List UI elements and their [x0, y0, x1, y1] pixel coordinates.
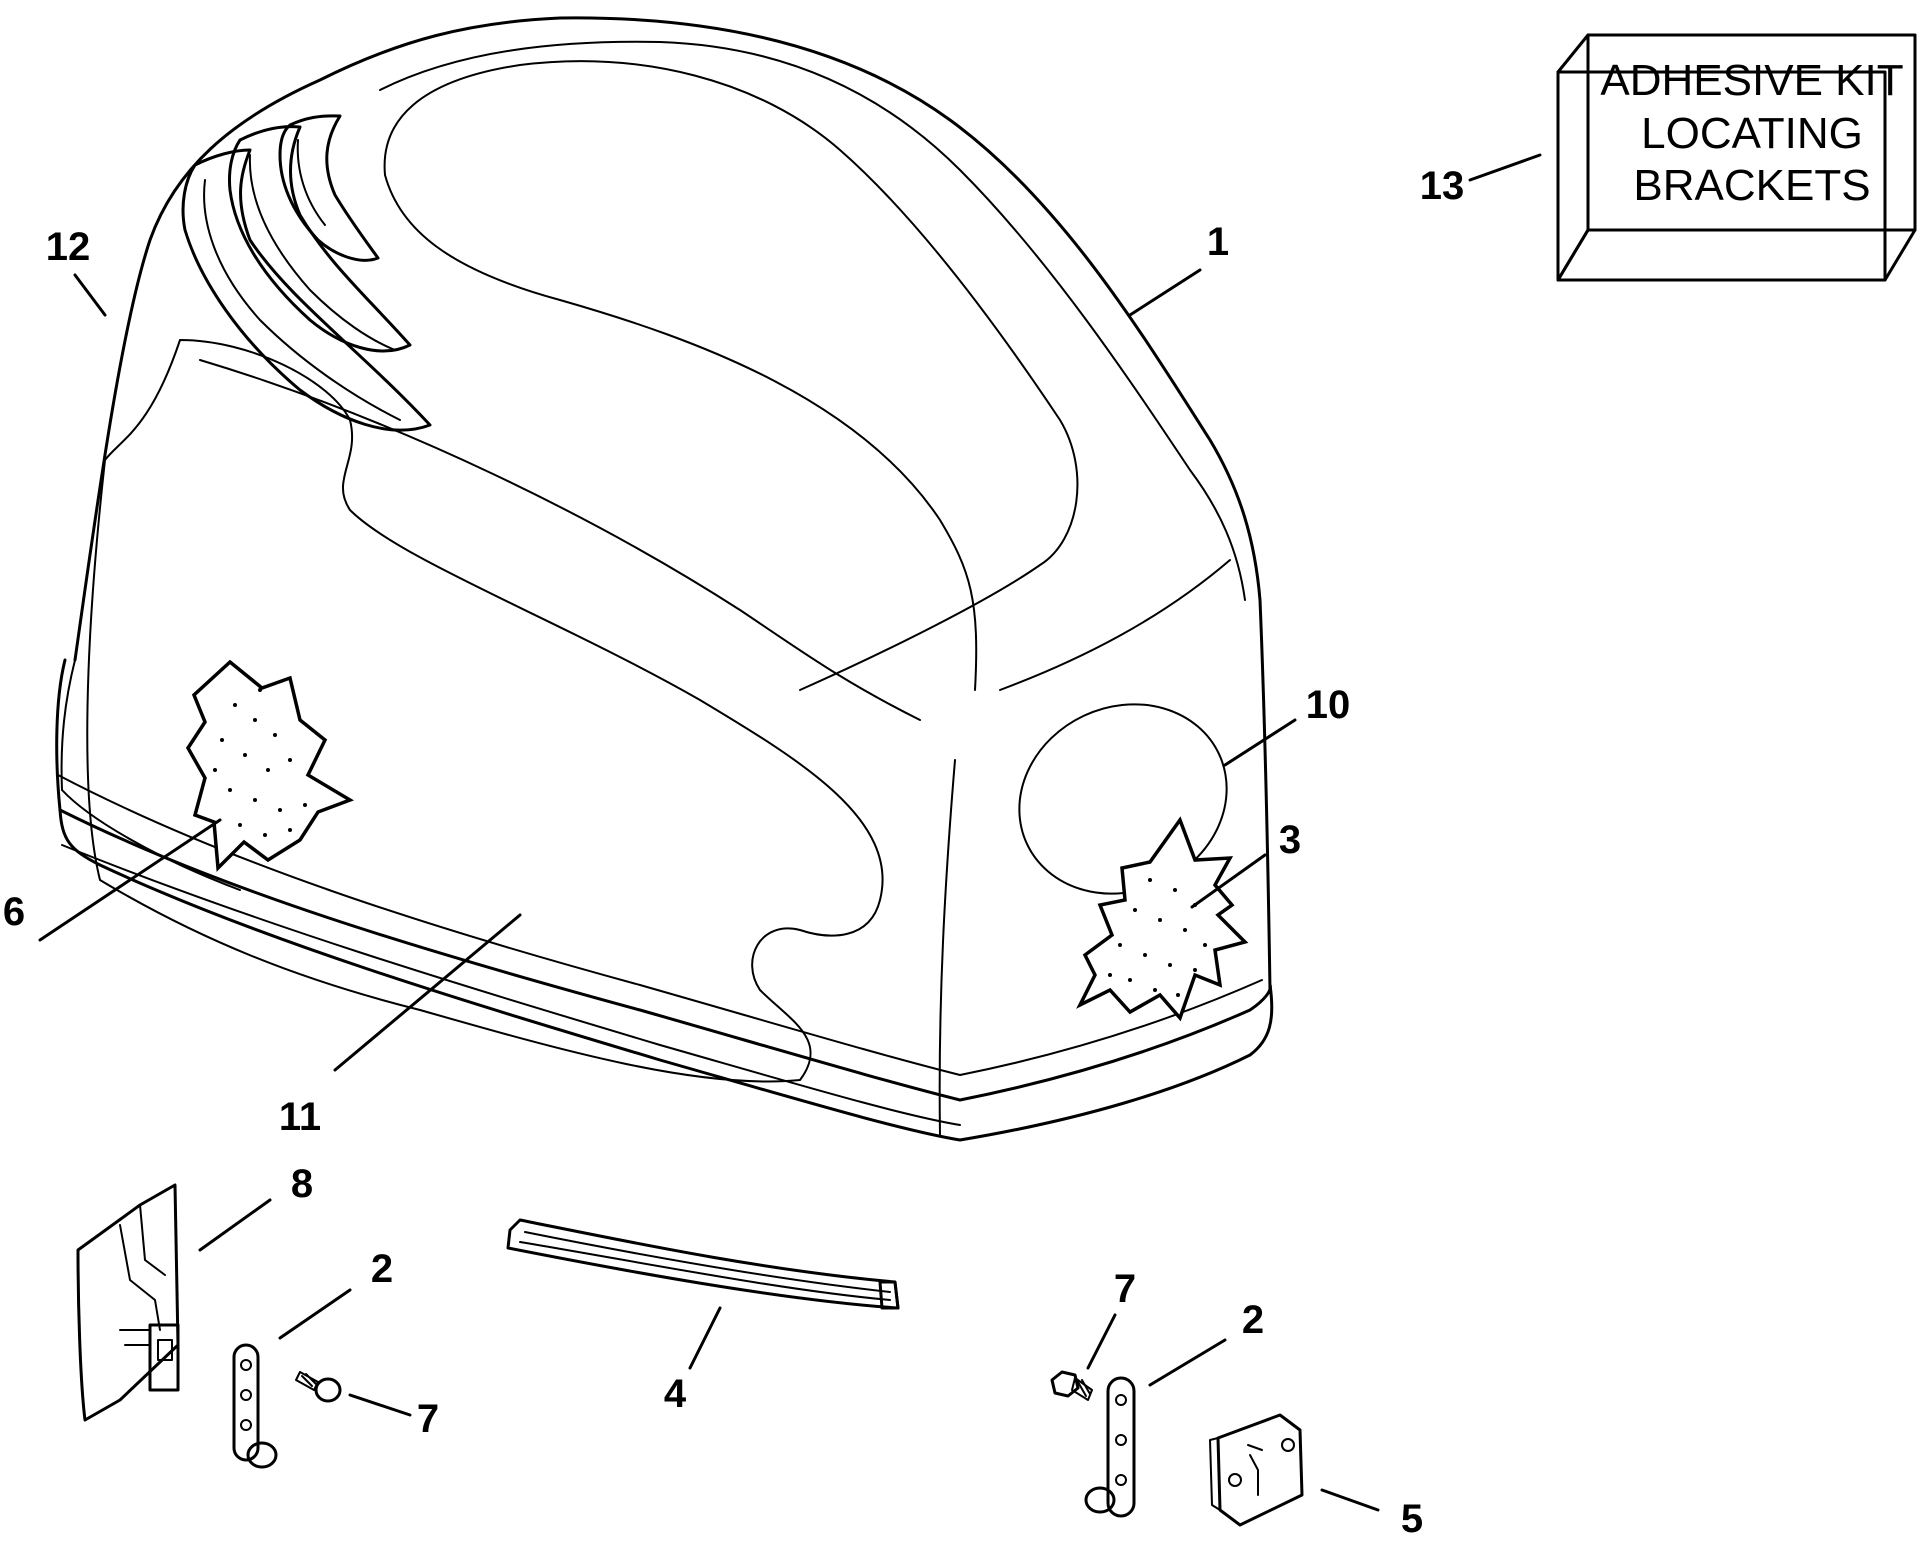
air-intake-vents — [181, 114, 432, 432]
callout-12: 12 — [46, 225, 91, 269]
seal-strip — [506, 1218, 900, 1310]
kit-box-line-1: ADHESIVE KIT — [1600, 56, 1903, 105]
kit-box-line-2: LOCATING — [1641, 109, 1863, 158]
callout-5: 5 — [1401, 1497, 1423, 1541]
callout-10: 10 — [1306, 683, 1351, 727]
mounting-plate — [1209, 1413, 1304, 1527]
callout-7-right: 7 — [1114, 1267, 1136, 1311]
leader-7a — [348, 1393, 412, 1417]
link-strap-left — [232, 1343, 278, 1469]
leader-2b — [1148, 1338, 1227, 1387]
callout-3: 3 — [1279, 818, 1301, 862]
callout-6: 6 — [3, 890, 25, 934]
hinge-bracket — [76, 1183, 180, 1422]
leader-3 — [1190, 853, 1267, 909]
link-strap-right — [1084, 1376, 1136, 1518]
leader-1 — [1128, 268, 1202, 317]
screw-left — [295, 1371, 342, 1403]
callout-11: 11 — [279, 1095, 321, 1139]
starburst-decal-left — [185, 659, 355, 872]
starburst-decal-right — [1076, 816, 1249, 1022]
callout-13: 13 — [1420, 164, 1465, 208]
callout-4: 4 — [664, 1372, 687, 1416]
leader-5 — [1320, 1488, 1380, 1512]
callout-7-left: 7 — [417, 1397, 439, 1441]
leader-13 — [1468, 153, 1542, 182]
callout-8: 8 — [291, 1162, 313, 1206]
motor-cover — [55, 16, 1274, 1142]
leader-8 — [198, 1198, 272, 1252]
leader-7b — [1086, 1313, 1117, 1370]
leader-lines — [38, 153, 1542, 1512]
screw-right — [1050, 1370, 1093, 1401]
leader-6 — [38, 818, 222, 942]
callout-labels: 1 2 2 3 4 5 6 7 7 8 10 11 12 13 — [3, 164, 1464, 1541]
callout-2-left: 2 — [371, 1247, 393, 1291]
callout-2-right: 2 — [1242, 1298, 1264, 1342]
side-decal-outline — [86, 339, 884, 1083]
leader-10 — [1223, 718, 1297, 767]
callout-1: 1 — [1207, 220, 1229, 264]
leader-4 — [688, 1306, 722, 1370]
leader-2a — [278, 1288, 352, 1340]
adhesive-kit-box: ADHESIVE KIT LOCATING BRACKETS — [1556, 33, 1917, 282]
leader-11 — [333, 913, 522, 1072]
kit-box-line-3: BRACKETS — [1633, 161, 1870, 210]
leader-12 — [73, 273, 107, 317]
